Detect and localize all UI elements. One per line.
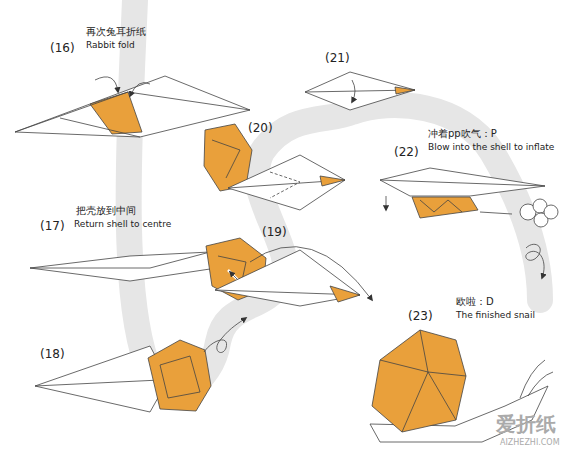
step-16-figure-part <box>90 92 142 134</box>
step-23-figure-part <box>428 372 456 420</box>
step-number: (17) <box>40 220 65 234</box>
step-caption: 冲着pp吹气：P <box>428 128 497 140</box>
step-18-figure <box>35 318 246 412</box>
background-swirl-part <box>129 0 540 391</box>
watermark: AIZHEZHI.COM <box>500 438 560 447</box>
step-18-figure-part <box>35 346 168 412</box>
step-22-figure-part <box>386 196 387 210</box>
step-18-figure-part <box>204 318 246 353</box>
step-caption: 把壳放到中间 <box>76 205 136 217</box>
step-caption: 再次兔耳折纸 <box>86 26 146 38</box>
step-number: (16) <box>50 42 75 56</box>
step-21-figure-part <box>352 80 355 102</box>
step-22-figure-part <box>526 244 544 278</box>
step-number: (20) <box>248 122 273 136</box>
step-23-figure-part <box>380 360 428 432</box>
step-caption: The finished snail <box>456 310 535 320</box>
step-caption: Return shell to centre <box>74 219 171 229</box>
step-19-figure <box>215 247 372 306</box>
step-18-figure-part <box>160 356 200 398</box>
step-18-figure-part <box>148 340 211 411</box>
step-19-figure-part <box>250 247 372 300</box>
step-22-figure-part <box>380 168 545 196</box>
step-21-figure <box>305 72 415 110</box>
step-22-figure-part <box>412 197 478 218</box>
step-17-figure-part <box>30 252 210 268</box>
step-23-figure-part <box>372 330 466 432</box>
step-22-figure-part <box>480 212 512 214</box>
step-number: (21) <box>325 52 350 66</box>
step-20-figure-part <box>228 155 345 210</box>
step-number: (23) <box>408 310 433 324</box>
step-20-figure-part <box>320 176 345 186</box>
step-caption: Blow into the shell to inflate <box>428 142 554 152</box>
step-16-figure-part <box>95 77 118 92</box>
step-23-figure-part <box>420 330 466 376</box>
step-19-figure-part <box>215 250 360 306</box>
step-16-figure-part <box>130 83 150 97</box>
step-caption: Rabbit fold <box>86 40 135 50</box>
step-21-figure-part <box>395 87 415 94</box>
step-20-figure <box>228 155 345 210</box>
step-22-figure-part <box>380 180 545 186</box>
step-16-figure-part <box>212 140 240 178</box>
watermark: 爱折纸 <box>496 413 556 436</box>
step-16-figure-part <box>15 92 250 132</box>
step-18-figure-part <box>35 380 160 386</box>
step-number: (18) <box>40 348 65 362</box>
step-16-figure-part <box>60 118 140 137</box>
background-swirl <box>129 0 540 391</box>
step-20-figure-part <box>270 172 300 198</box>
step-22-figure <box>380 168 558 278</box>
step-16-figure <box>15 76 252 191</box>
step-22-figure-part <box>544 205 558 219</box>
step-19-figure-part <box>330 286 360 302</box>
step-21-figure-part <box>305 72 415 110</box>
step-number: (19) <box>262 226 287 240</box>
step-caption: 欧啦：D <box>456 296 494 308</box>
step-23-figure-part <box>528 372 553 396</box>
step-number: (22) <box>394 146 419 160</box>
step-22-figure-part <box>420 200 462 212</box>
